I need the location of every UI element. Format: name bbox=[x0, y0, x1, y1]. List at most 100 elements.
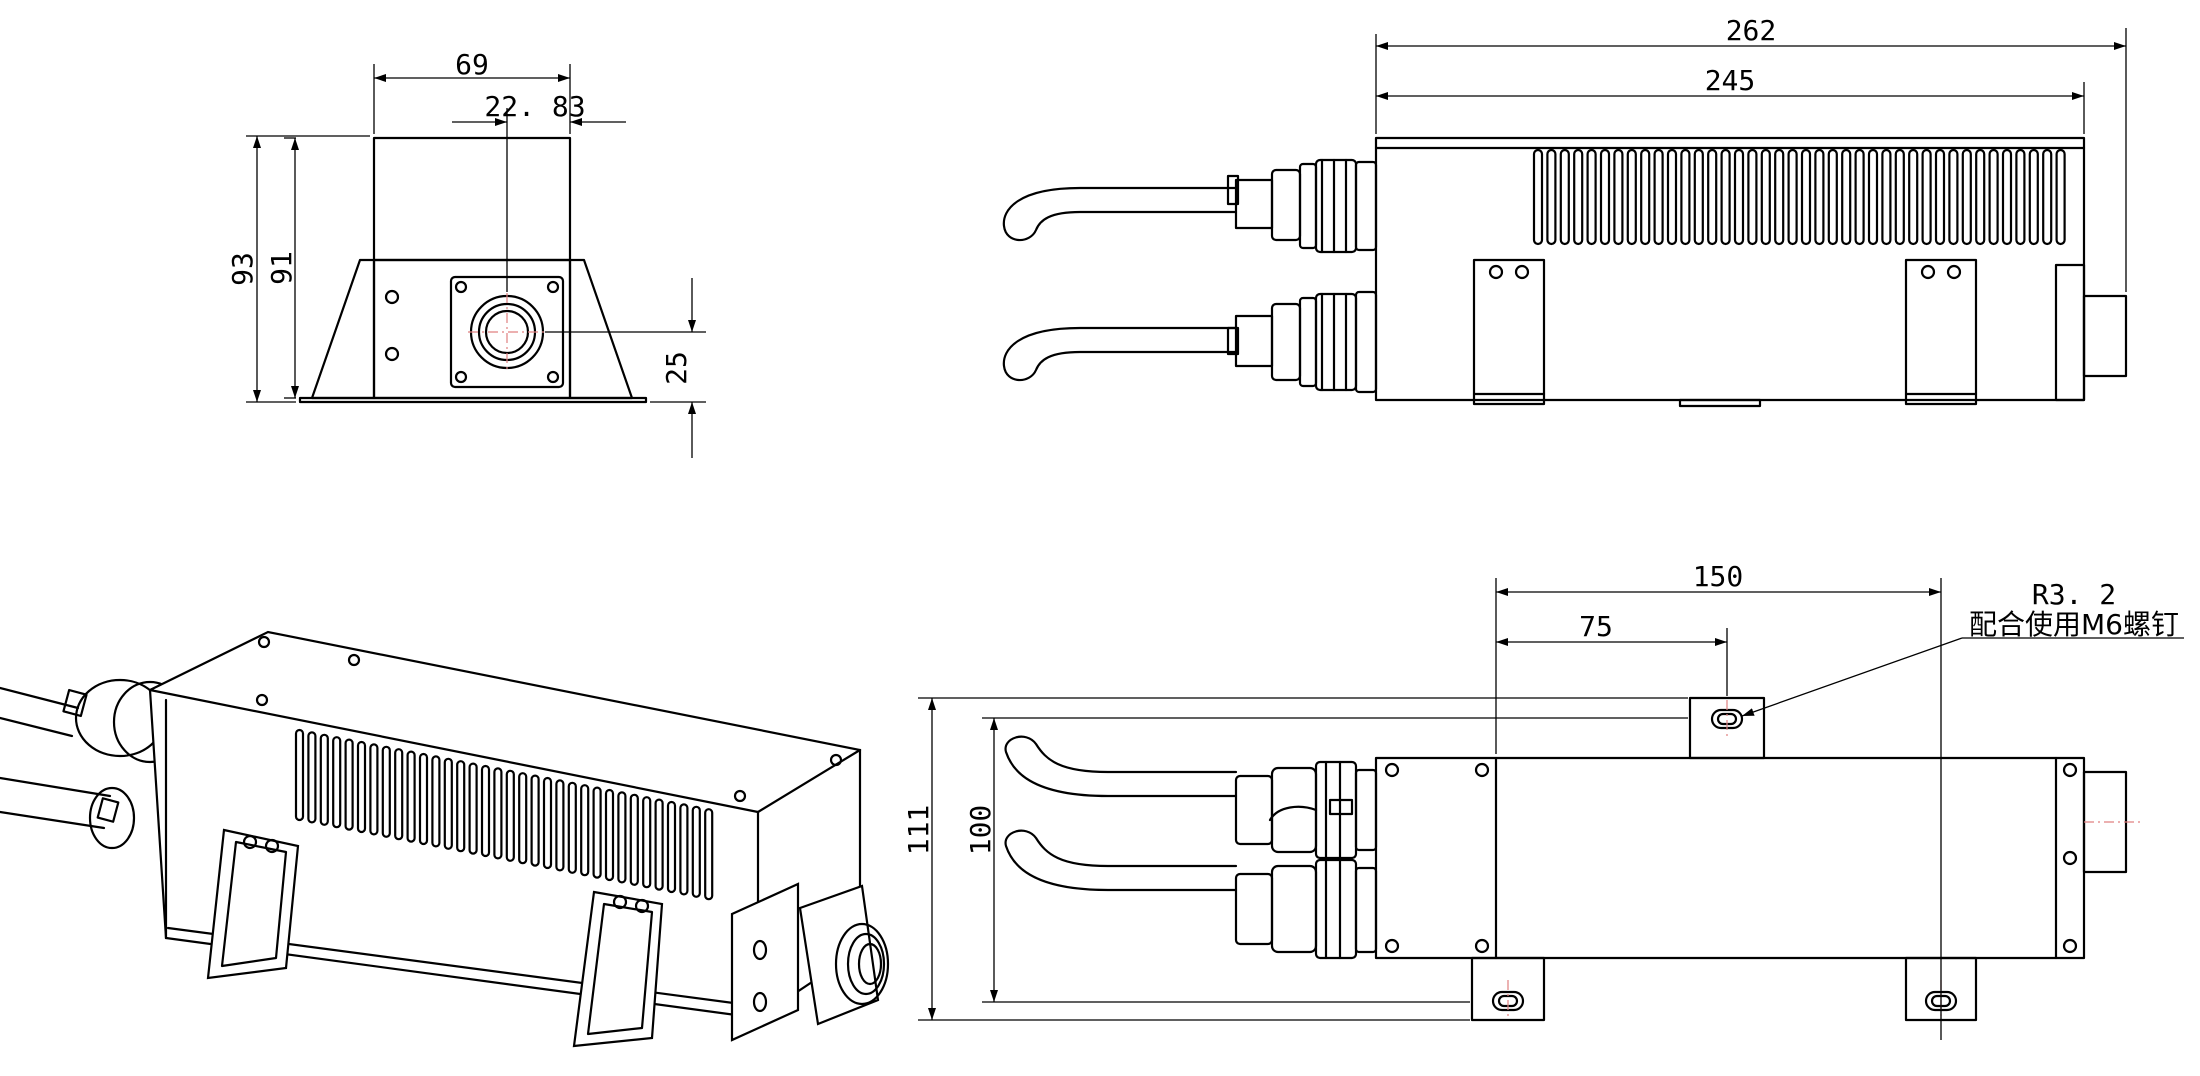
vent-slot bbox=[1988, 148, 1999, 246]
radius-label: R3. 2 bbox=[2032, 578, 2116, 611]
vent-slot bbox=[1908, 148, 1919, 246]
iso-screw-icon bbox=[829, 753, 843, 767]
vent-slot bbox=[2001, 148, 2013, 246]
bottom-view: 150 75 111 100 R3. 2 配合使用M6螺钉 bbox=[902, 560, 2184, 1040]
isometric-view bbox=[0, 630, 890, 1048]
iso-vent-slot bbox=[394, 748, 404, 841]
vent-slot bbox=[1841, 148, 1852, 246]
vent-slot bbox=[1720, 148, 1731, 246]
dimension-75: 75 bbox=[1496, 610, 1728, 696]
vent-slot bbox=[2042, 148, 2053, 246]
vent-slot bbox=[1546, 148, 1557, 246]
screw-note: 配合使用M6螺钉 bbox=[1969, 608, 2179, 641]
iso-vent-slot bbox=[480, 764, 491, 858]
flange-screw-icon bbox=[546, 280, 560, 294]
iso-vent-slot bbox=[691, 805, 701, 898]
iso-vent-slot bbox=[704, 808, 714, 901]
bracket-screw-icon bbox=[1946, 264, 1962, 280]
vent-slot bbox=[1867, 148, 1879, 246]
vent-slot bbox=[2028, 148, 2039, 246]
dimension-22-83: 22. 83 bbox=[452, 90, 626, 292]
iso-cable-lower-top bbox=[0, 776, 112, 798]
output-port-ring bbox=[477, 302, 537, 362]
dimension-111: 111 bbox=[902, 697, 1688, 1021]
iso-vent-slot bbox=[505, 769, 515, 862]
vent-slot bbox=[1747, 148, 1758, 246]
iso-vent-slot bbox=[604, 788, 615, 882]
front-left-foot bbox=[310, 258, 376, 400]
dimension-91: 91 bbox=[265, 137, 299, 399]
dimension-label: 75 bbox=[1579, 610, 1613, 643]
iso-vent-slot bbox=[344, 738, 354, 831]
iso-vent-slot bbox=[617, 791, 627, 884]
dimension-label: 111 bbox=[902, 805, 935, 856]
iso-vent-slot bbox=[580, 784, 590, 877]
bottom-cable-lower bbox=[1004, 829, 1238, 892]
vent-slot bbox=[1613, 148, 1624, 246]
iso-vent-slots bbox=[294, 728, 714, 901]
iso-vent-slot bbox=[666, 800, 677, 894]
bottom-connector-upper bbox=[1234, 760, 1378, 860]
vent-slot bbox=[1961, 148, 1972, 246]
iso-side-block bbox=[730, 882, 800, 1042]
vent-slot bbox=[1827, 148, 1838, 246]
output-block bbox=[2054, 263, 2086, 402]
vent-slot bbox=[1626, 148, 1637, 246]
bottom-connector-lower bbox=[1234, 858, 1378, 960]
dimension-262: 262 bbox=[1375, 14, 2127, 292]
dimension-label: 69 bbox=[455, 48, 489, 81]
iso-vent-slot bbox=[456, 760, 466, 853]
front-screw-icon bbox=[384, 346, 400, 362]
top-view: 262 245 bbox=[1002, 14, 2128, 408]
vent-slot bbox=[1948, 148, 1959, 246]
dimension-69: 69 bbox=[373, 48, 571, 134]
iso-vent-slot bbox=[642, 796, 652, 889]
iso-vent-slot bbox=[406, 750, 416, 843]
dimension-label: 262 bbox=[1726, 14, 1777, 47]
iso-output-flange bbox=[798, 884, 880, 1026]
vent-slots bbox=[1532, 148, 2066, 246]
iso-screw-icon bbox=[255, 693, 269, 707]
iso-screw-icon bbox=[257, 635, 271, 649]
vent-slot bbox=[1760, 148, 1771, 246]
vent-slot bbox=[2015, 148, 2026, 246]
vent-slot bbox=[1693, 148, 1704, 246]
iso-vent-slot bbox=[294, 728, 305, 822]
iso-vent-slot bbox=[319, 733, 329, 826]
vent-slot bbox=[1854, 148, 1865, 246]
iso-vent-slot bbox=[542, 776, 553, 870]
iso-screw-icon bbox=[733, 789, 747, 803]
iso-vent-slot bbox=[654, 798, 664, 891]
top-bracket-left bbox=[1472, 258, 1546, 406]
vent-slot bbox=[1599, 148, 1611, 246]
dimension-93: 93 bbox=[226, 135, 370, 403]
output-port bbox=[2082, 294, 2128, 378]
vent-slot bbox=[1814, 148, 1825, 246]
dimension-label: 22. 83 bbox=[484, 90, 585, 123]
iso-vent-slot bbox=[530, 774, 540, 867]
bracket-screw-icon bbox=[1488, 264, 1504, 280]
vent-slot bbox=[1921, 148, 1932, 246]
vent-slot bbox=[1666, 148, 1678, 246]
front-housing bbox=[372, 136, 572, 262]
dimension-label: 150 bbox=[1693, 560, 1744, 593]
bottom-housing bbox=[1374, 756, 2086, 960]
bottom-tab bbox=[1678, 398, 1762, 408]
flange-screw-icon bbox=[454, 370, 468, 384]
iso-connector-lower bbox=[88, 786, 136, 850]
vent-slot bbox=[1787, 148, 1798, 246]
iso-vent-slot bbox=[307, 731, 317, 824]
vent-slot bbox=[1975, 148, 1986, 246]
vent-slot bbox=[1532, 148, 1544, 246]
dimension-label: 100 bbox=[964, 805, 997, 856]
vent-slot bbox=[1774, 148, 1785, 246]
dimension-label: 25 bbox=[660, 351, 693, 385]
iso-vent-slot bbox=[356, 740, 367, 834]
vent-slot bbox=[1586, 148, 1597, 246]
iso-vent-slot bbox=[431, 755, 441, 848]
bracket-screw-icon bbox=[1514, 264, 1530, 280]
iso-vent-slot bbox=[381, 745, 391, 838]
dimension-25: 25 bbox=[545, 278, 706, 458]
vent-slot bbox=[1680, 148, 1691, 246]
